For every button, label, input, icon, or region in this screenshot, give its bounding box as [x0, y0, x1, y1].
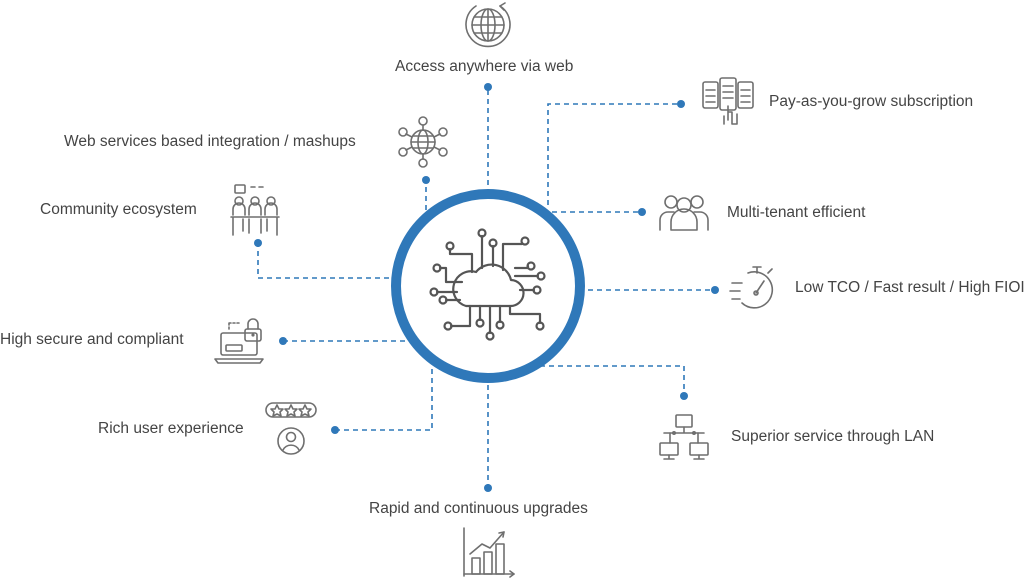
label-multi-tenant: Multi-tenant efficient [727, 204, 866, 221]
dot-community [254, 239, 262, 247]
dot-ux [331, 426, 339, 434]
connector-dots [254, 83, 719, 492]
label-web-services: Web services based integration / mashups [64, 133, 356, 150]
dot-payg [677, 100, 685, 108]
growth-chart-icon [463, 527, 515, 578]
connector-ux [335, 368, 433, 431]
label-low-tco: Low TCO / Fast result / High FIOI [795, 279, 1025, 296]
dot-access [484, 83, 492, 91]
dot-upgrades [484, 484, 492, 492]
connector-community [257, 242, 392, 279]
network-globe-icon [398, 116, 448, 168]
stopwatch-icon [729, 266, 774, 309]
connector-payg [547, 103, 680, 205]
label-access-anywhere: Access anywhere via web [395, 58, 574, 75]
cloud-circuit-icon [429, 228, 546, 341]
label-upgrades: Rapid and continuous upgrades [369, 500, 588, 517]
label-high-secure: High secure and compliant [0, 331, 184, 348]
hub-ring [391, 189, 585, 383]
label-community: Community ecosystem [40, 201, 197, 218]
label-rich-ux: Rich user experience [98, 420, 244, 437]
connector-lan [540, 365, 685, 396]
label-pay-as-you-grow: Pay-as-you-grow subscription [769, 93, 974, 110]
dot-multitenant [638, 208, 646, 216]
meeting-people-icon [230, 184, 280, 236]
subscription-dashboard-icon [702, 77, 754, 125]
dot-lan [680, 392, 688, 400]
lan-network-icon [659, 414, 709, 460]
hub [391, 189, 585, 383]
dot-webservices [422, 176, 430, 184]
user-group-icon [659, 195, 709, 231]
label-lan: Superior service through LAN [731, 428, 935, 445]
connectors [257, 90, 715, 488]
globe-refresh-icon [465, 2, 511, 48]
laptop-lock-icon [214, 318, 264, 364]
user-rating-icon [265, 402, 317, 455]
dot-secure [279, 337, 287, 345]
dot-lowtco [711, 286, 719, 294]
